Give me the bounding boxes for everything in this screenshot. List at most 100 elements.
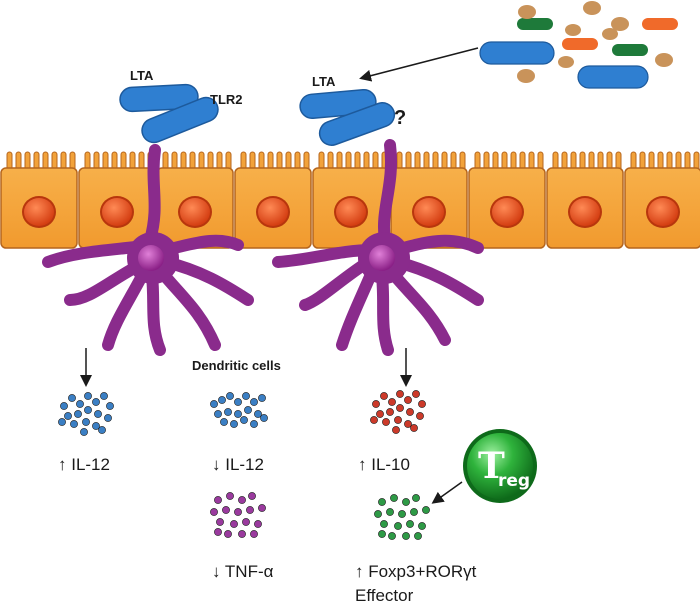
cytokine-dot [250, 398, 258, 406]
tlr2-label: TLR2 [210, 92, 243, 107]
cytokine-dot [396, 404, 404, 412]
cytokine-dot [70, 420, 78, 428]
cytokine-dot [210, 508, 218, 516]
cytokine-dot [210, 400, 218, 408]
cytokine-dot [254, 520, 262, 528]
bacterium-rod [577, 65, 649, 89]
lta-label-left: LTA [130, 68, 154, 83]
epithelial-nucleus [414, 198, 444, 226]
epithelial-cell [234, 151, 312, 249]
cytokine-dot [242, 518, 250, 526]
cytokine-dot [234, 508, 242, 516]
cytokine-dot [218, 396, 226, 404]
cytokine-dot [394, 416, 402, 424]
cytokine-dot [60, 402, 68, 410]
il12-down-label: ↓ IL-12 [212, 455, 264, 474]
cytokine-dot [80, 428, 88, 436]
cytokine-dot [392, 426, 400, 434]
cytokine-dot [84, 406, 92, 414]
cytokine-dot [214, 410, 222, 418]
foxp3-rorgt-label: ↑ Foxp3+RORγt [355, 562, 477, 581]
cytokine-dot [234, 398, 242, 406]
cytokine-dot [248, 492, 256, 500]
il10-up-label: ↑ IL-10 [358, 455, 410, 474]
dendritic-cells-label: Dendritic cells [192, 358, 281, 373]
epithelial-nucleus [258, 198, 288, 226]
bacterium-coccus [611, 17, 629, 31]
cytokine-dot [244, 406, 252, 414]
cytokine-dot [386, 408, 394, 416]
dendritic-cell-left [42, 144, 254, 356]
cytokine-dot [250, 530, 258, 538]
cytokine-dot [214, 496, 222, 504]
cytokine-dot [402, 532, 410, 540]
bacterium-rod [479, 41, 555, 65]
epithelial-cell [0, 151, 78, 249]
cytokine-dot [92, 398, 100, 406]
bacterium-coccus [655, 53, 673, 67]
bacterium-coccus [558, 56, 574, 68]
cytokine-dot [410, 424, 418, 432]
bacterium-coccus [565, 24, 581, 36]
lta-complex-right [299, 88, 396, 146]
cytokine-dot [414, 532, 422, 540]
bacterium-rod [642, 18, 678, 30]
bacterium-coccus [602, 28, 618, 40]
cytokine-dot [222, 506, 230, 514]
cytokine-dot [386, 508, 394, 516]
cytokine-dot [396, 390, 404, 398]
bacterium-rod [517, 18, 553, 30]
cytokine-dot [242, 392, 250, 400]
cytokine-dot [250, 420, 258, 428]
bacterium-coccus [583, 1, 601, 15]
question-mark: ? [394, 107, 406, 129]
cytokine-dot [238, 530, 246, 538]
gut-bacteria-cluster [479, 1, 678, 89]
tnf-down-label: ↓ TNF-α [212, 562, 274, 581]
cytokine-dot [246, 506, 254, 514]
treg-label-sub: reg [498, 471, 530, 491]
cytokine-dot [106, 402, 114, 410]
epithelial-cell [78, 151, 156, 249]
cytokine-dot [82, 418, 90, 426]
cytokine-dot [404, 420, 412, 428]
cytokine-dot [214, 528, 222, 536]
cytokine-dot [234, 410, 242, 418]
bacteria-to-lta-arrow [359, 47, 479, 82]
bacterium-coccus [518, 5, 536, 19]
cytokine-dot [406, 520, 414, 528]
cytokine-cluster-il12-down [210, 392, 268, 428]
cytokine-dot [100, 392, 108, 400]
cytokine-dot [64, 412, 72, 420]
cytokine-dot [226, 392, 234, 400]
cytokine-dot [388, 532, 396, 540]
epithelial-nucleus [336, 198, 366, 226]
epithelial-nucleus [570, 198, 600, 226]
epithelial-cell [468, 151, 546, 249]
cytokine-dot [230, 420, 238, 428]
cytokine-dot [254, 410, 262, 418]
cytokine-dot [220, 418, 228, 426]
cytokine-dot [258, 394, 266, 402]
cytokine-dot [382, 418, 390, 426]
cytokine-dot [372, 400, 380, 408]
cytokine-dot [74, 410, 82, 418]
cytokine-dot [394, 522, 402, 530]
cytokine-dot [418, 522, 426, 530]
cytokine-dot [402, 498, 410, 506]
cytokine-dot [224, 408, 232, 416]
cytokine-dot [388, 398, 396, 406]
cytokine-dot [412, 390, 420, 398]
lta-tlr2-complex-left [119, 83, 219, 144]
epithelial-cell [390, 151, 468, 249]
cytokine-dot [238, 496, 246, 504]
cytokine-dot [422, 506, 430, 514]
cytokine-cluster-effector [374, 494, 430, 540]
cytokine-dot [224, 530, 232, 538]
cytokine-dot [410, 508, 418, 516]
cytokine-dot [406, 408, 414, 416]
dendritic-nucleus [138, 245, 164, 271]
cytokine-dot [84, 392, 92, 400]
cytokine-dot [380, 392, 388, 400]
